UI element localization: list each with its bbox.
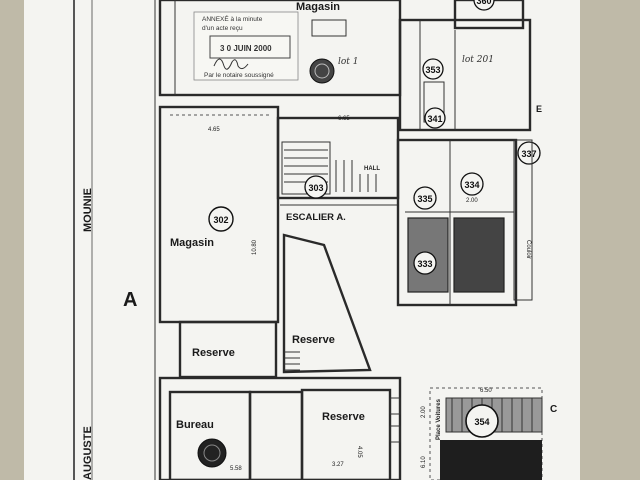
room-label-hall: HALL <box>364 166 380 172</box>
handwritten-note-1: lot 1 <box>338 57 359 67</box>
letter-a: A <box>123 289 137 311</box>
handwritten-note-2: lot 201 <box>462 55 494 65</box>
lot-360: 354 <box>474 417 489 427</box>
dim-3-27: 3.27 <box>332 462 344 468</box>
lot-circle-333 <box>413 251 437 275</box>
stamp-line3: Par le notaire soussigné <box>204 72 274 79</box>
lot-circle-302 <box>208 206 234 232</box>
dim-5-58: 5.58 <box>230 466 242 472</box>
dim-6-50: 6.50 <box>480 388 492 394</box>
dim-6-65: 6.65 <box>338 116 350 122</box>
lot-circle-337 <box>517 141 541 165</box>
dim-2-00-parking: 2.00 <box>421 406 427 418</box>
lot-circle-353 <box>422 58 444 80</box>
lot-circle-341 <box>424 107 446 129</box>
reserve-bottom-outline <box>300 388 392 480</box>
letter-e: E <box>536 104 542 114</box>
parking-area <box>429 387 543 480</box>
lot-circle-360 <box>465 404 499 438</box>
parking-hatch-bottom <box>440 440 542 480</box>
lot-302: 302 <box>213 215 228 225</box>
lot-334: 334 <box>464 180 479 190</box>
room-adjoining <box>248 390 304 480</box>
small-stair-icon <box>284 351 300 371</box>
lot-354: 360 <box>476 0 491 6</box>
room-354 <box>453 0 525 30</box>
street-name-auguste: AUGUSTE <box>82 426 94 480</box>
lot-337: 337 <box>521 149 536 159</box>
stamp-date-box <box>209 35 291 59</box>
letter-c: C <box>550 404 557 415</box>
stamp-seal-icon <box>309 58 335 84</box>
annex-stamp <box>193 11 299 81</box>
lot-333: 333 <box>417 259 432 269</box>
lot-353: 353 <box>425 65 440 75</box>
room-label-reserve-left: Reserve <box>192 347 235 359</box>
staircase-icon <box>281 141 331 195</box>
lot-circle-334 <box>460 172 484 196</box>
lot-335: 335 <box>417 194 432 204</box>
lot-circle-303 <box>304 175 328 199</box>
room-label-reserve-mid: Reserve <box>292 334 335 346</box>
dim-6-10: 6.10 <box>421 456 427 468</box>
room-label-reserve-bottom: Reserve <box>322 411 365 423</box>
block-upper-right <box>398 18 532 132</box>
magasin-top-block <box>311 19 347 37</box>
room-label-magasin-main: Magasin <box>170 237 214 249</box>
lot-circle-335 <box>413 186 437 210</box>
room-label-escalier: ESCALIER A. <box>286 212 346 223</box>
reserve-mid-outline <box>282 233 372 374</box>
stamp-line1: ANNEXÉ à la minute <box>202 14 263 23</box>
stamp-date: 3 0 JUIN 2000 <box>220 44 272 53</box>
dim-4-05: 4.05 <box>356 446 362 458</box>
garage-cell-right <box>453 217 505 293</box>
street-name-mounie: MOUNIE <box>82 188 94 232</box>
desk-symbol-icon <box>197 438 227 468</box>
corridor <box>513 139 533 301</box>
stamp-line2: d'un acte reçu <box>202 25 243 32</box>
parking-label: Place Voitures <box>436 398 442 440</box>
dim-2-00: 2.00 <box>466 198 478 204</box>
dim-10-80: 10.80 <box>252 239 258 255</box>
notary-signature-icon <box>213 58 249 70</box>
dim-4-65: 4.65 <box>208 127 220 133</box>
corridor-label: Couloir <box>525 240 531 259</box>
block-right-lots <box>396 138 518 307</box>
room-label-bureau: Bureau <box>176 419 214 431</box>
lot-303: 303 <box>308 183 323 193</box>
lot-341: 341 <box>427 114 442 124</box>
room-label-magasin-top: Magasin <box>296 1 340 13</box>
